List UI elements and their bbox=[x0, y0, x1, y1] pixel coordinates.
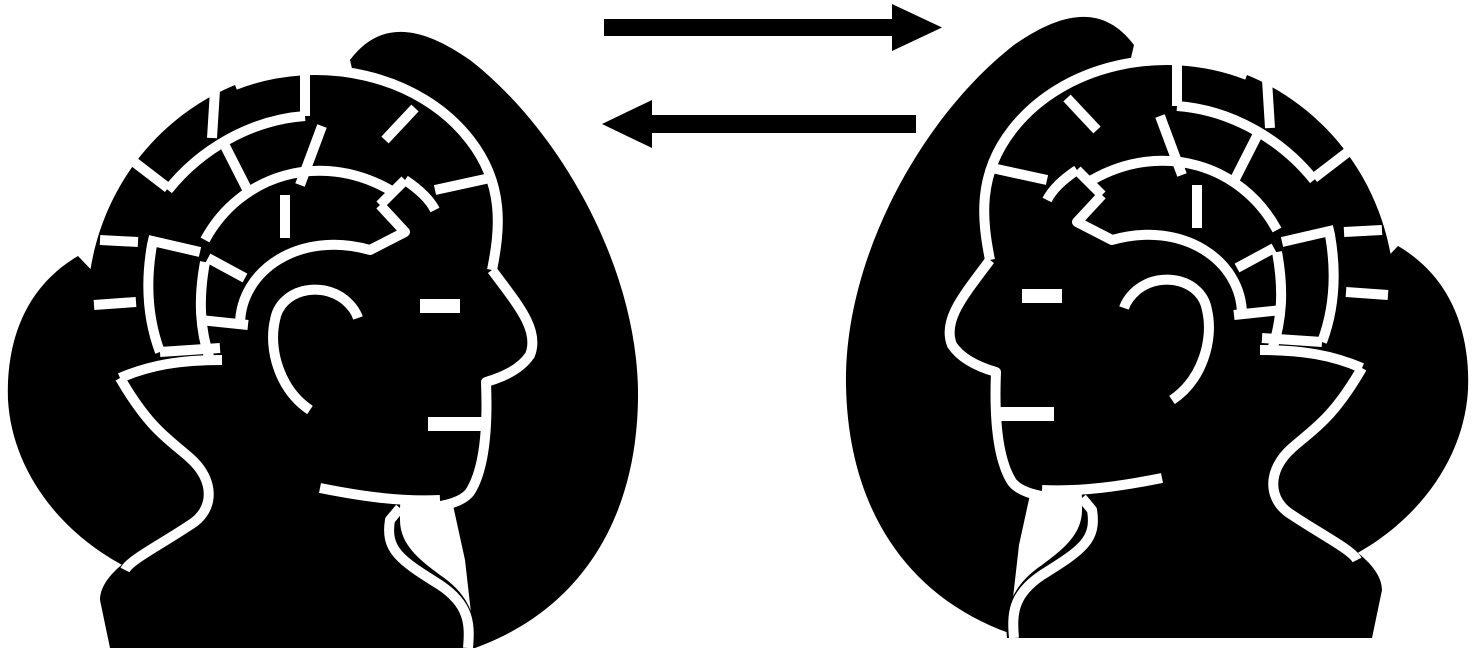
left-arrow-icon bbox=[602, 100, 916, 148]
right-head-icon bbox=[846, 17, 1468, 638]
left-head-icon bbox=[8, 32, 638, 648]
right-arrow-icon bbox=[604, 4, 942, 51]
